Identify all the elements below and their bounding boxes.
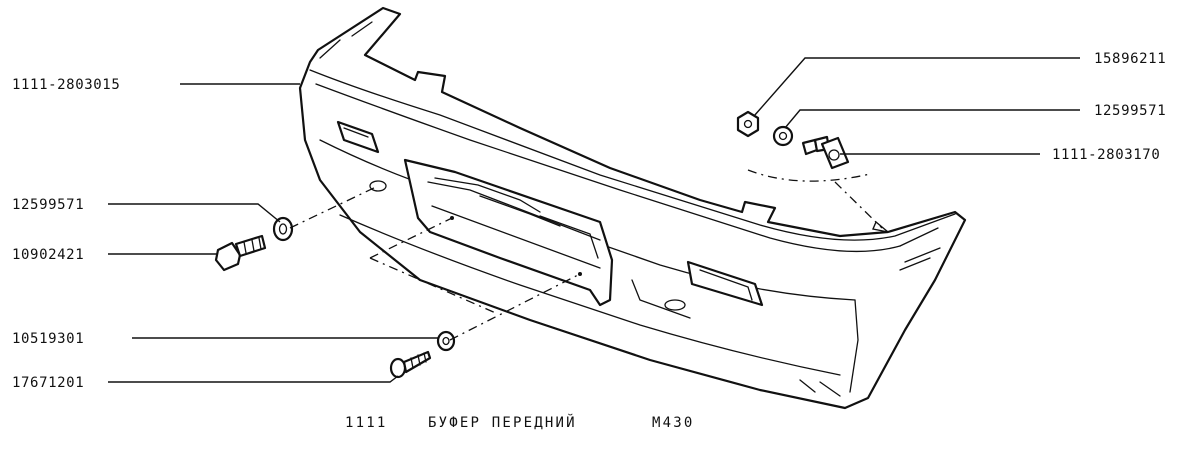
assembly-lines [289, 169, 889, 341]
spring-washer-right [772, 125, 794, 147]
label-bumper: 1111-2803015 [12, 77, 120, 93]
label-bolt: 10902421 [12, 247, 84, 263]
label-nut: 15896211 [1094, 51, 1166, 67]
label-washer-right: 12599571 [1094, 103, 1166, 119]
label-bracket-bolt: 1111-2803170 [1052, 147, 1160, 163]
caption-model: 1111 [345, 415, 388, 431]
self-tapping-screw [389, 350, 432, 379]
label-washer-left: 12599571 [12, 197, 84, 213]
flat-washer [436, 330, 456, 352]
label-screw: 17671201 [12, 375, 84, 391]
caption-title: БУФЕР ПЕРЕДНИЙ [428, 413, 577, 431]
front-bumper [298, 6, 967, 410]
nut [736, 110, 760, 138]
hex-bolt [214, 234, 267, 272]
leader-lines [108, 57, 1080, 383]
caption-code: М430 [652, 415, 695, 431]
bracket-bolt [801, 135, 850, 170]
spring-washer-left [272, 216, 294, 242]
label-flat-washer: 10519301 [12, 331, 84, 347]
